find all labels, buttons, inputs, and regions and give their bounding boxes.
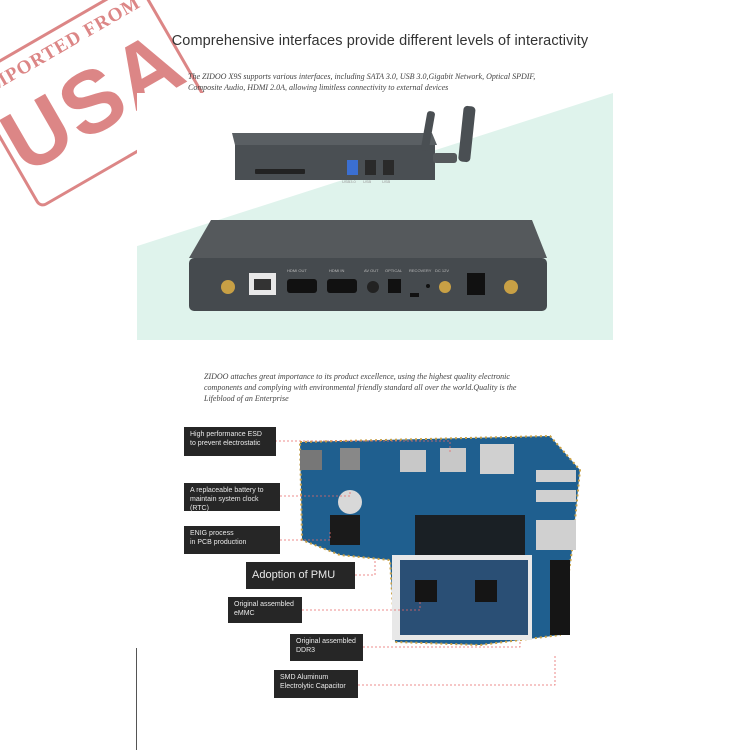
callout-enig-line1: ENIG process	[190, 530, 234, 537]
callout-esd-line2: to prevent electrostatic	[190, 440, 261, 447]
back-port-label: DC 12V	[435, 268, 450, 273]
callout-rtc-battery-line1: A replaceable battery to	[190, 487, 264, 494]
callout-ddr3: Original assembled DDR3	[290, 634, 363, 661]
callout-ddr3-line2: DDR3	[296, 647, 316, 654]
back-port-label: RECOVERY	[409, 268, 432, 273]
front-port-label: USB3.0	[342, 179, 356, 184]
back-port-label: HDMI IN	[329, 268, 345, 273]
front-port-label: USB	[363, 179, 372, 184]
back-port-label: OPTICAL	[385, 268, 403, 273]
callout-rtc-battery-line2: maintain system clock (RTC)	[190, 496, 259, 512]
page-heading: Comprehensive interfaces provide differe…	[171, 33, 589, 49]
callout-emmc-line2: eMMC	[234, 610, 255, 617]
callout-smd-capacitor-line2: Electrolytic Capacitor	[280, 683, 346, 690]
front-port-label: USB	[382, 179, 391, 184]
callout-smd-capacitor-line1: SMD Aluminum	[280, 674, 329, 681]
callout-enig: ENIG process in PCB production	[184, 526, 280, 554]
device-illustration	[189, 105, 547, 311]
quality-text: ZIDOO attaches great importance to its p…	[204, 372, 517, 403]
callout-emmc: Original assembled eMMC	[228, 597, 302, 623]
device-front	[232, 105, 476, 180]
callout-smd-capacitor: SMD Aluminum Electrolytic Capacitor	[274, 670, 358, 698]
device-panel: USB3.0 USB USB HDMI OUT HDMI IN AV OUT O…	[137, 93, 613, 340]
callout-rtc-battery: A replaceable battery to maintain system…	[184, 483, 280, 512]
callout-enig-line2: in PCB production	[190, 539, 247, 546]
back-port-label: AV OUT	[364, 268, 379, 273]
callout-esd: High performance ESD to prevent electros…	[184, 427, 276, 456]
intro-text: The ZIDOO X9S supports various interface…	[188, 72, 536, 92]
pcb-illustration	[298, 434, 582, 647]
callout-pmu-line1: Adoption of PMU	[252, 569, 336, 581]
device-back	[189, 220, 547, 311]
divider-line	[136, 648, 137, 750]
callout-esd-line1: High performance ESD	[190, 431, 262, 438]
callout-ddr3-line1: Original assembled	[296, 638, 356, 645]
callout-pmu: Adoption of PMU	[246, 562, 355, 589]
back-port-label: HDMI OUT	[287, 268, 307, 273]
callout-emmc-line1: Original assembled	[234, 601, 294, 608]
